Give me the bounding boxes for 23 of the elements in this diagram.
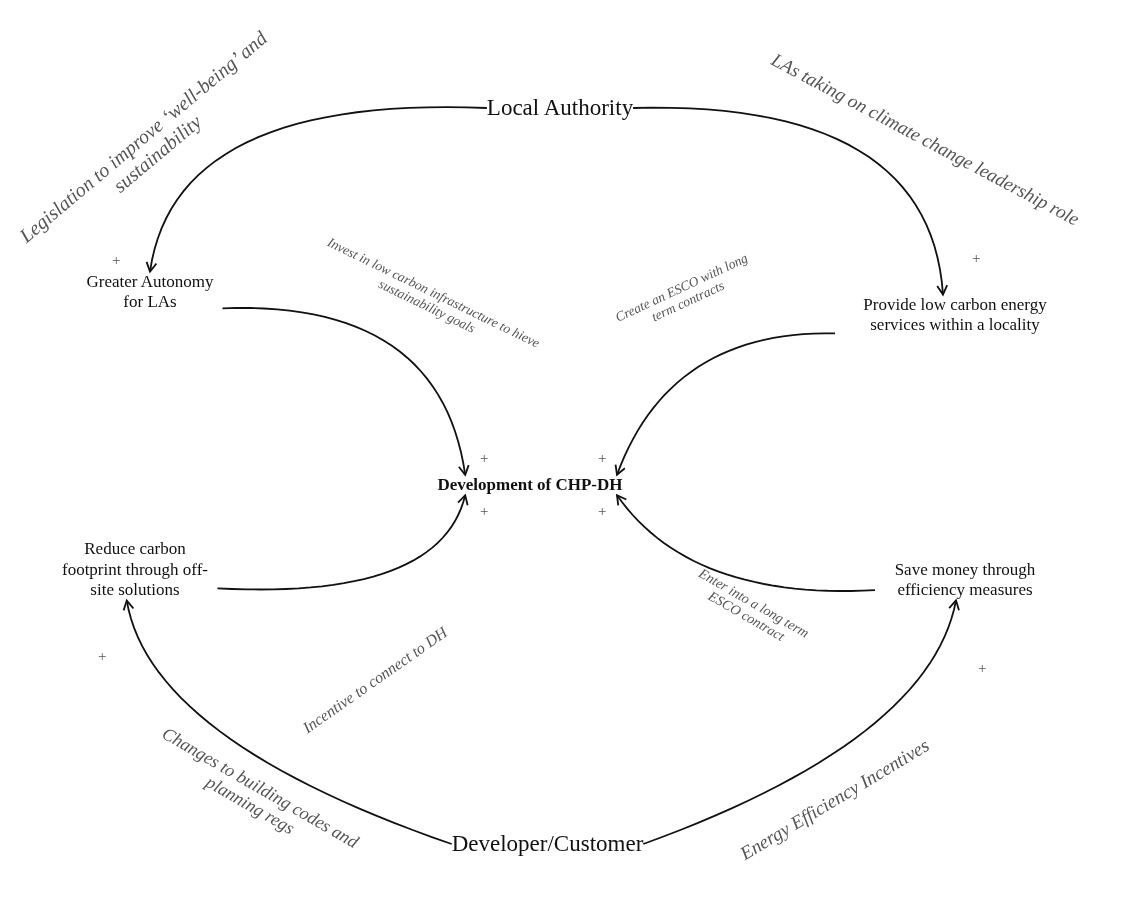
- node-label: Development of CHP-DH: [437, 474, 623, 496]
- node-label: Greater Autonomy for LAs: [85, 271, 215, 313]
- arrow: [616, 494, 876, 592]
- node-label: Reduce carbon footprint through off-site solutions: [60, 539, 210, 601]
- arrow: [145, 106, 488, 273]
- arrow: [642, 599, 960, 845]
- arrow: [614, 332, 836, 476]
- polarity-sign: +: [112, 252, 121, 269]
- polarity-sign: +: [978, 660, 987, 677]
- node-label: Local Authority: [486, 94, 634, 122]
- polarity-sign: +: [480, 450, 489, 467]
- arrow: [216, 494, 469, 591]
- arrow: [122, 599, 453, 845]
- polarity-sign: +: [598, 503, 607, 520]
- arrow: [632, 106, 949, 296]
- polarity-sign: +: [480, 503, 489, 520]
- polarity-sign: +: [972, 250, 981, 267]
- node-label: Provide low carbon energy services within a locality: [862, 294, 1048, 336]
- polarity-sign: +: [98, 648, 107, 665]
- polarity-sign: +: [598, 450, 607, 467]
- node-label: Developer/Customer: [451, 830, 644, 858]
- arrow: [221, 307, 470, 476]
- node-label: Save money through efficiency measures: [893, 559, 1037, 601]
